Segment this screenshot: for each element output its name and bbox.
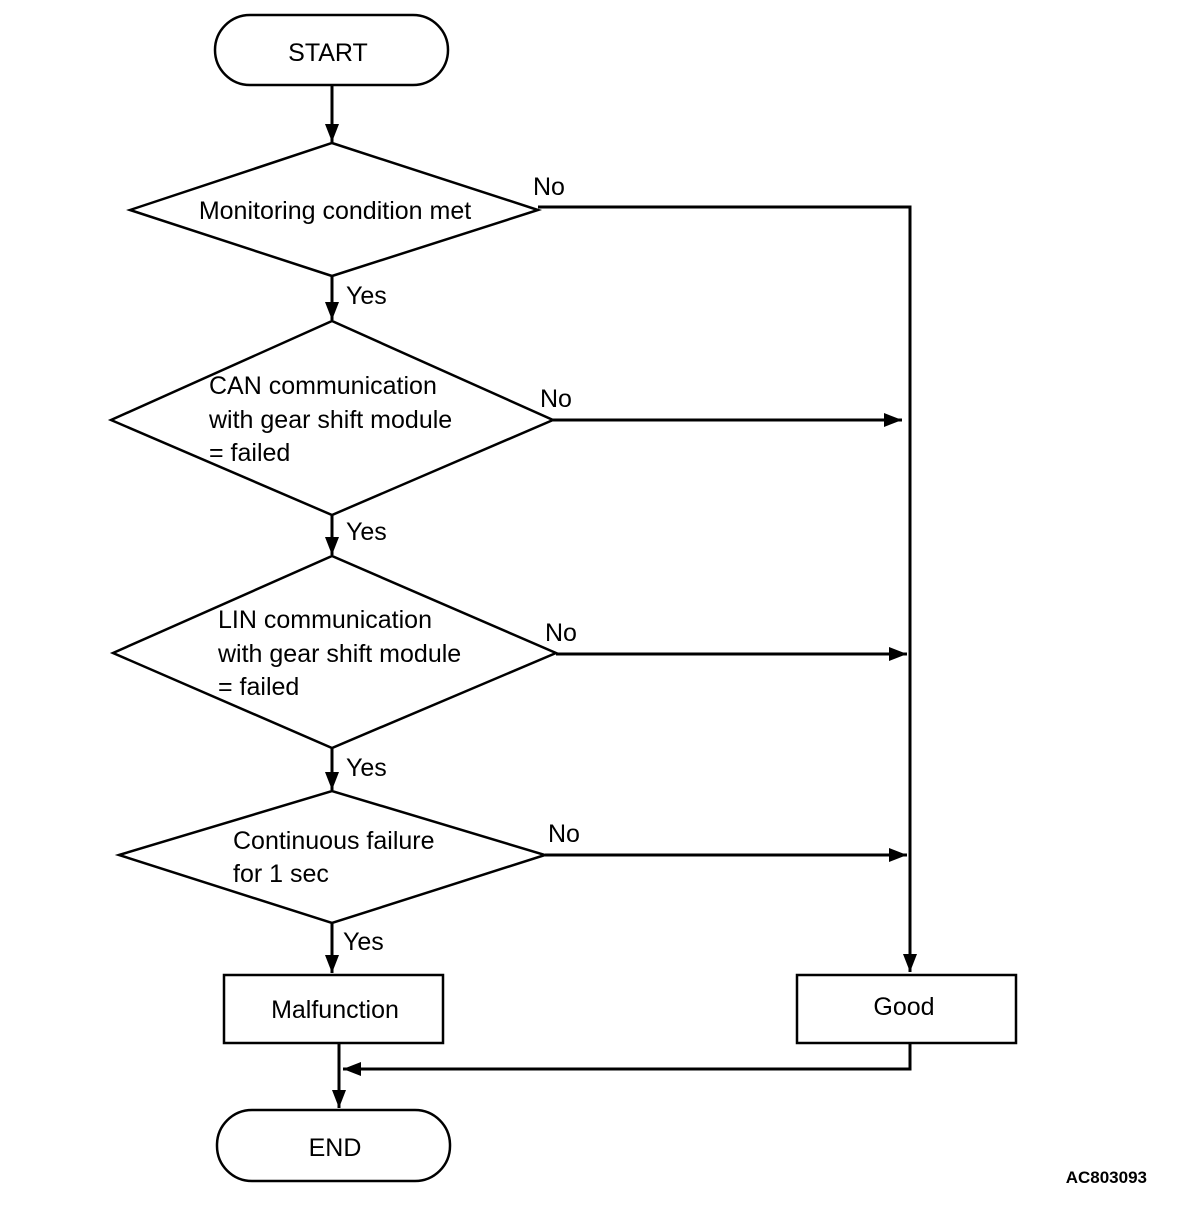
decision-monitoring-condition: [126, 141, 543, 278]
no-label-2: No: [540, 385, 572, 413]
decision-2-line-3: = failed: [209, 439, 290, 467]
no-label-1: No: [533, 173, 565, 201]
decision-3-line-3: = failed: [218, 673, 299, 701]
yes-label-3: Yes: [346, 754, 387, 782]
yes-label-1: Yes: [346, 282, 387, 310]
decision-1-line-1: Monitoring condition met: [199, 197, 471, 225]
malfunction-label: Malfunction: [271, 996, 399, 1024]
decision-4-line-2: for 1 sec: [233, 860, 329, 888]
decision-4-line-1: Continuous failure: [233, 827, 435, 855]
no-label-3: No: [545, 619, 577, 647]
decision-2-line-1: CAN communication: [209, 372, 437, 400]
connector-good-merge: [343, 1043, 912, 1076]
end-label: END: [309, 1134, 362, 1162]
good-box: [795, 973, 1018, 1045]
decision-2-line-2: with gear shift module: [208, 406, 452, 434]
no-label-4: No: [548, 820, 580, 848]
decision-continuous-failure: [114, 789, 550, 925]
yes-label-2: Yes: [346, 518, 387, 546]
end-terminal: [215, 1108, 452, 1183]
good-label: Good: [873, 993, 934, 1021]
yes-label-4: Yes: [343, 928, 384, 956]
connector-d1-no: [538, 205, 917, 972]
decision-3-line-1: LIN communication: [218, 606, 432, 634]
malfunction-box: [222, 973, 445, 1045]
figure-reference: AC803093: [1066, 1168, 1147, 1187]
start-label: START: [288, 39, 368, 67]
decision-3-line-2: with gear shift module: [217, 640, 461, 668]
